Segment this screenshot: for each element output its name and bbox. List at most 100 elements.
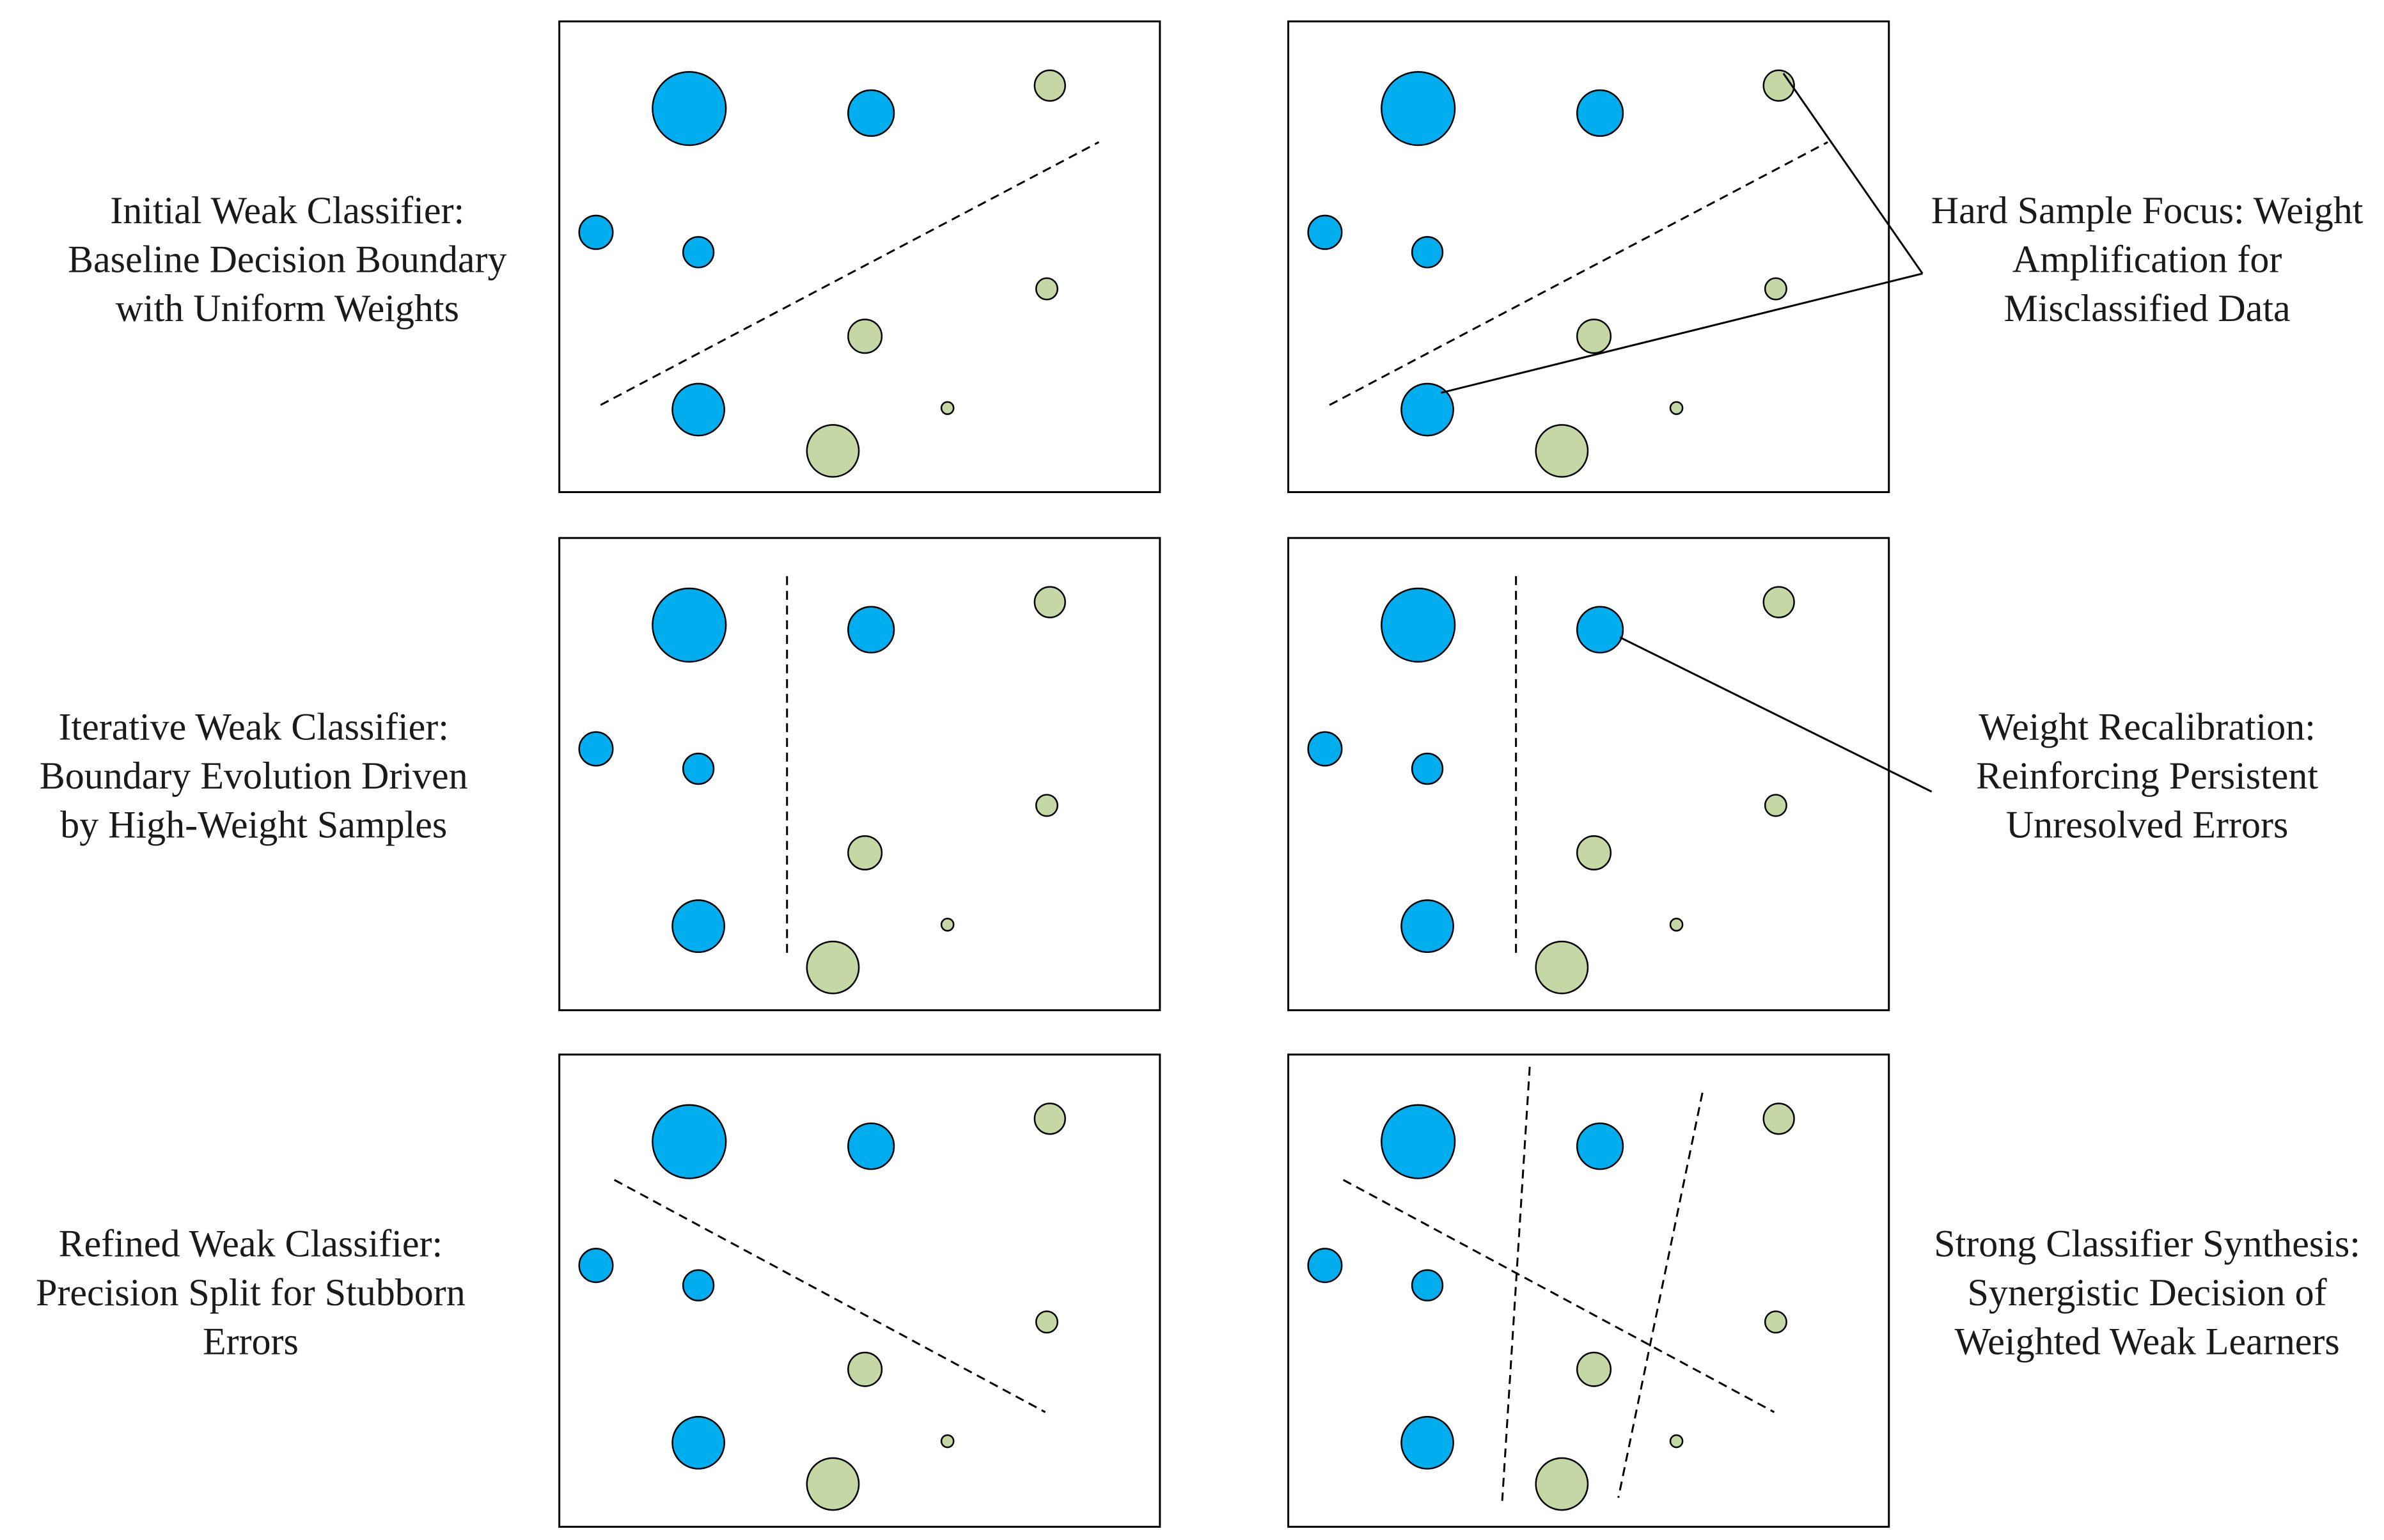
pointer-line: [1782, 72, 1924, 274]
panel-frame: [1287, 1053, 1890, 1528]
sample-point-green: [1033, 1103, 1066, 1135]
sample-point-green: [847, 835, 883, 871]
sample-point-green: [1035, 794, 1058, 817]
sample-point-green: [806, 940, 860, 994]
caption-weight-recalibration: Weight Recalibration: Reinforcing Persist…: [1976, 706, 2318, 846]
sample-point-green: [847, 318, 883, 354]
sample-point-green: [1669, 1434, 1684, 1449]
sample-point-green: [1576, 1351, 1612, 1387]
pointer-line: [1441, 272, 1923, 394]
sample-point-green: [1535, 1457, 1589, 1511]
panel-initial-weak-classifier: [558, 20, 1161, 493]
caption-initial-weak-classifier: Initial Weak Classifier: Baseline Decisio…: [68, 189, 507, 329]
sample-point-blue: [1411, 752, 1444, 785]
sample-point-green: [1033, 586, 1066, 618]
sample-point-blue: [1400, 899, 1454, 954]
sample-point-blue: [578, 731, 614, 767]
sample-point-green: [1033, 69, 1066, 102]
sample-point-blue: [1381, 1104, 1456, 1179]
sample-point-blue: [1307, 1248, 1343, 1284]
caption-line: with Uniform Weights: [116, 287, 459, 329]
sample-point-blue: [652, 71, 727, 146]
panel-strong-classifier-synthesis: [1287, 1053, 1890, 1528]
caption-line: Iterative Weak Classifier:: [58, 706, 449, 748]
sample-point-blue: [652, 1104, 727, 1179]
panel-frame: [558, 1053, 1161, 1528]
caption-line: Refined Weak Classifier:: [59, 1222, 443, 1264]
sample-point-blue: [671, 899, 725, 954]
sample-point-green: [806, 1457, 860, 1511]
sample-point-green: [1576, 835, 1612, 871]
panel-weight-recalibration: [1287, 537, 1933, 1012]
sample-point-blue: [1576, 606, 1624, 654]
sample-point-blue: [1381, 587, 1456, 663]
pointer-line: [1619, 636, 1933, 793]
sample-point-blue: [847, 89, 895, 137]
sample-point-blue: [847, 606, 895, 654]
sample-point-blue: [847, 1122, 895, 1170]
sample-point-green: [1762, 1103, 1795, 1135]
caption-line: Weight Recalibration:: [1979, 706, 2316, 748]
sample-point-green: [1764, 794, 1787, 817]
caption-line: Baseline Decision Boundary: [68, 238, 507, 280]
caption-line: Initial Weak Classifier:: [110, 189, 464, 232]
sample-point-green: [1035, 277, 1058, 301]
sample-point-blue: [682, 236, 715, 269]
sample-point-blue: [578, 214, 614, 250]
sample-point-blue: [1307, 214, 1343, 250]
caption-line: Errors: [203, 1320, 299, 1362]
sample-point-blue: [1411, 1269, 1444, 1301]
sample-point-blue: [1576, 1122, 1624, 1170]
caption-strong-classifier-synthesis: Strong Classifier Synthesis: Synergistic …: [1934, 1222, 2360, 1362]
sample-point-green: [806, 424, 860, 478]
caption-line: Boundary Evolution Driven: [40, 755, 468, 797]
panel-frame: [558, 20, 1161, 493]
sample-point-blue: [578, 1248, 614, 1284]
sample-point-green: [847, 1351, 883, 1387]
sample-point-green: [1535, 940, 1589, 994]
panel-hard-sample-focus: [1287, 20, 1924, 493]
sample-point-green: [1762, 586, 1795, 618]
sample-point-blue: [671, 382, 725, 437]
panel-frame: [1287, 20, 1890, 493]
caption-line: Unresolved Errors: [2006, 804, 2289, 846]
decision-boundary: [600, 141, 1099, 406]
sample-point-blue: [682, 1269, 715, 1301]
panel-frame: [1287, 537, 1890, 1012]
panel-frame: [558, 537, 1161, 1012]
sample-point-blue: [1411, 236, 1444, 269]
sample-point-green: [1576, 318, 1612, 354]
decision-boundary: [1329, 141, 1828, 406]
sample-point-blue: [652, 587, 727, 663]
caption-line: Hard Sample Focus: Weight: [1931, 189, 2364, 232]
sample-point-blue: [1307, 731, 1343, 767]
sample-point-green: [1035, 1310, 1058, 1334]
sample-point-green: [940, 401, 955, 415]
sample-point-blue: [682, 752, 715, 785]
caption-line: Weighted Weak Learners: [1954, 1320, 2339, 1362]
caption-iterative-weak-classifier: Iterative Weak Classifier: Boundary Evolu…: [40, 706, 468, 846]
sample-point-green: [1535, 424, 1589, 478]
panel-iterative-weak-classifier: [558, 537, 1161, 1012]
sample-point-blue: [1400, 382, 1454, 437]
caption-line: Precision Split for Stubborn: [36, 1271, 466, 1314]
sample-point-green: [1764, 1310, 1787, 1334]
caption-line: Reinforcing Persistent: [1976, 755, 2318, 797]
sample-point-green: [1669, 917, 1684, 932]
sample-point-blue: [1576, 89, 1624, 137]
panel-refined-weak-classifier: [558, 1053, 1161, 1528]
caption-line: Synergistic Decision of: [1968, 1271, 2327, 1314]
sample-point-blue: [671, 1416, 725, 1470]
sample-point-blue: [1381, 71, 1456, 146]
sample-point-green: [940, 917, 955, 932]
caption-line: Amplification for: [2012, 238, 2282, 280]
decision-boundary: [613, 1179, 1046, 1413]
decision-boundary: [1617, 1092, 1704, 1498]
sample-point-green: [1764, 277, 1787, 301]
caption-refined-weak-classifier: Refined Weak Classifier: Precision Split …: [36, 1222, 466, 1362]
caption-line: Strong Classifier Synthesis:: [1934, 1222, 2360, 1264]
sample-point-green: [940, 1434, 955, 1449]
panels-layer: [558, 20, 1933, 1528]
